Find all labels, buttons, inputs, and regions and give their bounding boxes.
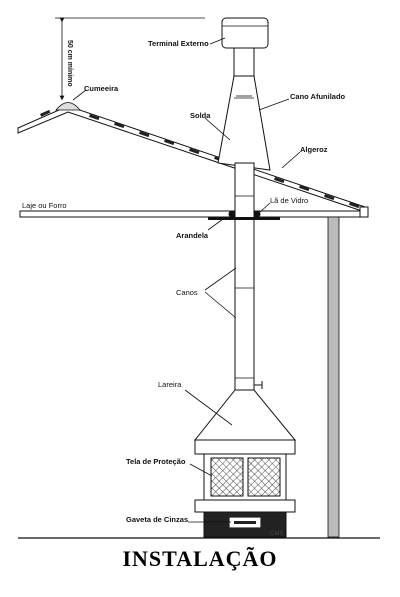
tela-de-protecao-right bbox=[247, 457, 281, 497]
label-algeroz: Algeroz bbox=[300, 145, 328, 154]
label-lareira: Lareira bbox=[158, 380, 182, 389]
cano-afunilado bbox=[217, 75, 271, 171]
label-arandela: Arandela bbox=[176, 231, 209, 240]
label-canos: Canos bbox=[176, 288, 198, 297]
cumeeira-ridge bbox=[55, 102, 81, 111]
label-laje-ou-forro: Laje ou Forro bbox=[22, 201, 67, 210]
arandela bbox=[208, 217, 280, 220]
la-de-vidro bbox=[228, 210, 261, 218]
label-tela-de-protecao: Tela de Proteção bbox=[126, 457, 186, 466]
diagram-title: INSTALAÇÃO bbox=[122, 546, 277, 571]
signature: CMS bbox=[270, 531, 283, 537]
label-gaveta-de-cinzas: Gaveta de Cinzas bbox=[126, 515, 188, 524]
slab bbox=[19, 206, 369, 218]
roof bbox=[17, 102, 366, 213]
height-note: 50 cm mínimo bbox=[66, 40, 73, 87]
label-cumeeira: Cumeeira bbox=[84, 84, 119, 93]
fireplace bbox=[193, 389, 297, 538]
chimney-pipes bbox=[234, 162, 263, 391]
height-dimension: 50 cm mínimo bbox=[55, 17, 205, 101]
leader-lines bbox=[72, 37, 301, 523]
label-la-de-vidro: Lã de Vidro bbox=[270, 196, 308, 205]
wall-post bbox=[327, 216, 340, 538]
label-cano-afunilado: Cano Afunilado bbox=[290, 92, 346, 101]
label-solda: Solda bbox=[190, 111, 211, 120]
tela-de-protecao-left bbox=[210, 457, 244, 497]
terminal-externo bbox=[221, 17, 269, 77]
label-terminal-externo: Terminal Externo bbox=[148, 39, 209, 48]
